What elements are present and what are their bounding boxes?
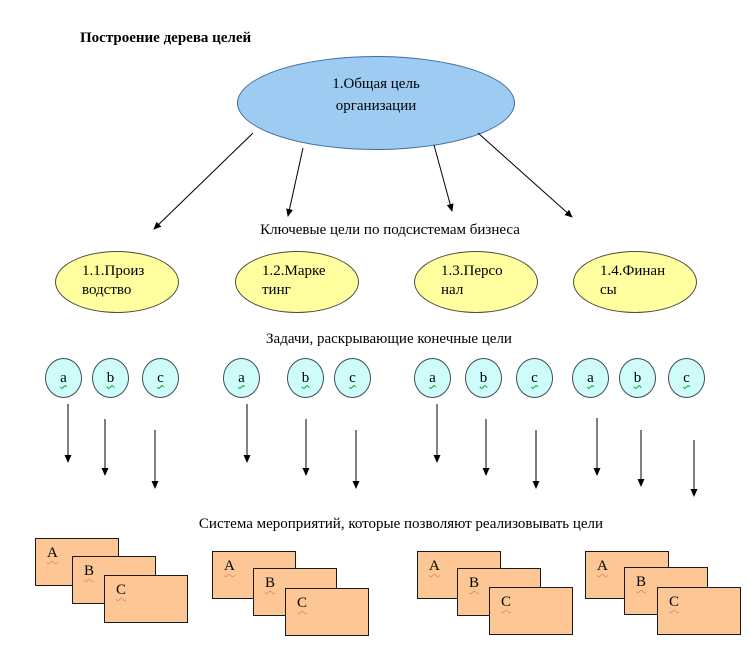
subsystem-ellipse-finance: 1.4.Финан сы [573,251,697,313]
action-letter: B [84,563,95,579]
action-letter: C [501,594,512,610]
subsystem-line2: нал [441,282,464,298]
subsystem-ellipse-marketing: 1.2.Марке тинг [235,251,359,313]
action-rect-c: C [104,575,188,623]
subsystem-line1: 1.4.Финан [600,263,666,279]
task-letter: c [157,369,164,386]
task-circle-c: c [668,358,705,398]
root-goal-line1: 1.Общая цель [332,76,420,92]
action-letter: A [597,558,608,574]
task-circle-a: a [45,358,82,398]
arrow-root-to-production [153,132,254,230]
label-actions: Система мероприятий, которые позволяют р… [198,516,604,532]
task-letter: a [429,369,436,386]
subsystem-line1: 1.3.Персо [441,263,503,279]
subsystem-line1: 1.2.Марке [262,263,326,279]
task-letter: b [633,369,642,386]
action-letter: B [265,575,276,591]
task-circle-c: c [516,358,553,398]
subsystem-line2: водство [82,282,132,298]
label-key-goals: Ключевые цели по подсистемам бизнеса [260,222,520,238]
task-letter: b [479,369,488,386]
action-letter: A [224,558,235,574]
action-rect-c: C [657,587,741,635]
task-letter: c [683,369,690,386]
subsystem-line1: 1.1.Произ [82,263,145,279]
action-letter: A [47,545,58,561]
arrow-root-to-personnel [433,144,454,212]
task-circle-c: c [334,358,371,398]
diagram-title: Построение дерева целей [80,30,252,46]
action-letter: B [636,574,647,590]
task-letter: c [349,369,356,386]
subsystem-ellipse-personnel: 1.3.Персо нал [414,251,538,313]
task-letter: c [531,369,538,386]
root-goal-ellipse: 1.Общая цель организации [237,56,515,150]
action-rect-c: C [285,588,369,636]
task-circle-a: a [414,358,451,398]
task-circle-c: c [142,358,179,398]
action-letter: A [429,558,440,574]
task-letter: b [301,369,310,386]
action-letter: C [116,582,127,598]
subsystem-ellipse-production: 1.1.Произ водство [55,251,179,313]
action-letter: C [297,595,308,611]
task-letter: a [238,369,245,386]
action-rect-c: C [489,587,573,635]
task-circle-b: b [92,358,129,398]
task-letter: b [106,369,115,386]
task-circle-b: b [465,358,502,398]
arrow-root-to-marketing [286,147,304,217]
subsystem-line2: тинг [262,282,291,298]
action-letter: C [669,594,680,610]
task-circle-a: a [223,358,260,398]
root-goal-line2: организации [335,98,417,114]
task-circle-a: a [572,358,609,398]
subsystem-line2: сы [600,282,617,298]
task-letter: a [587,369,594,386]
arrow-root-to-finance [477,132,573,218]
label-tasks: Задачи, раскрывающие конечные цели [266,331,512,347]
task-letter: a [60,369,67,386]
task-circle-b: b [287,358,324,398]
action-letter: B [469,575,480,591]
task-circle-b: b [619,358,656,398]
